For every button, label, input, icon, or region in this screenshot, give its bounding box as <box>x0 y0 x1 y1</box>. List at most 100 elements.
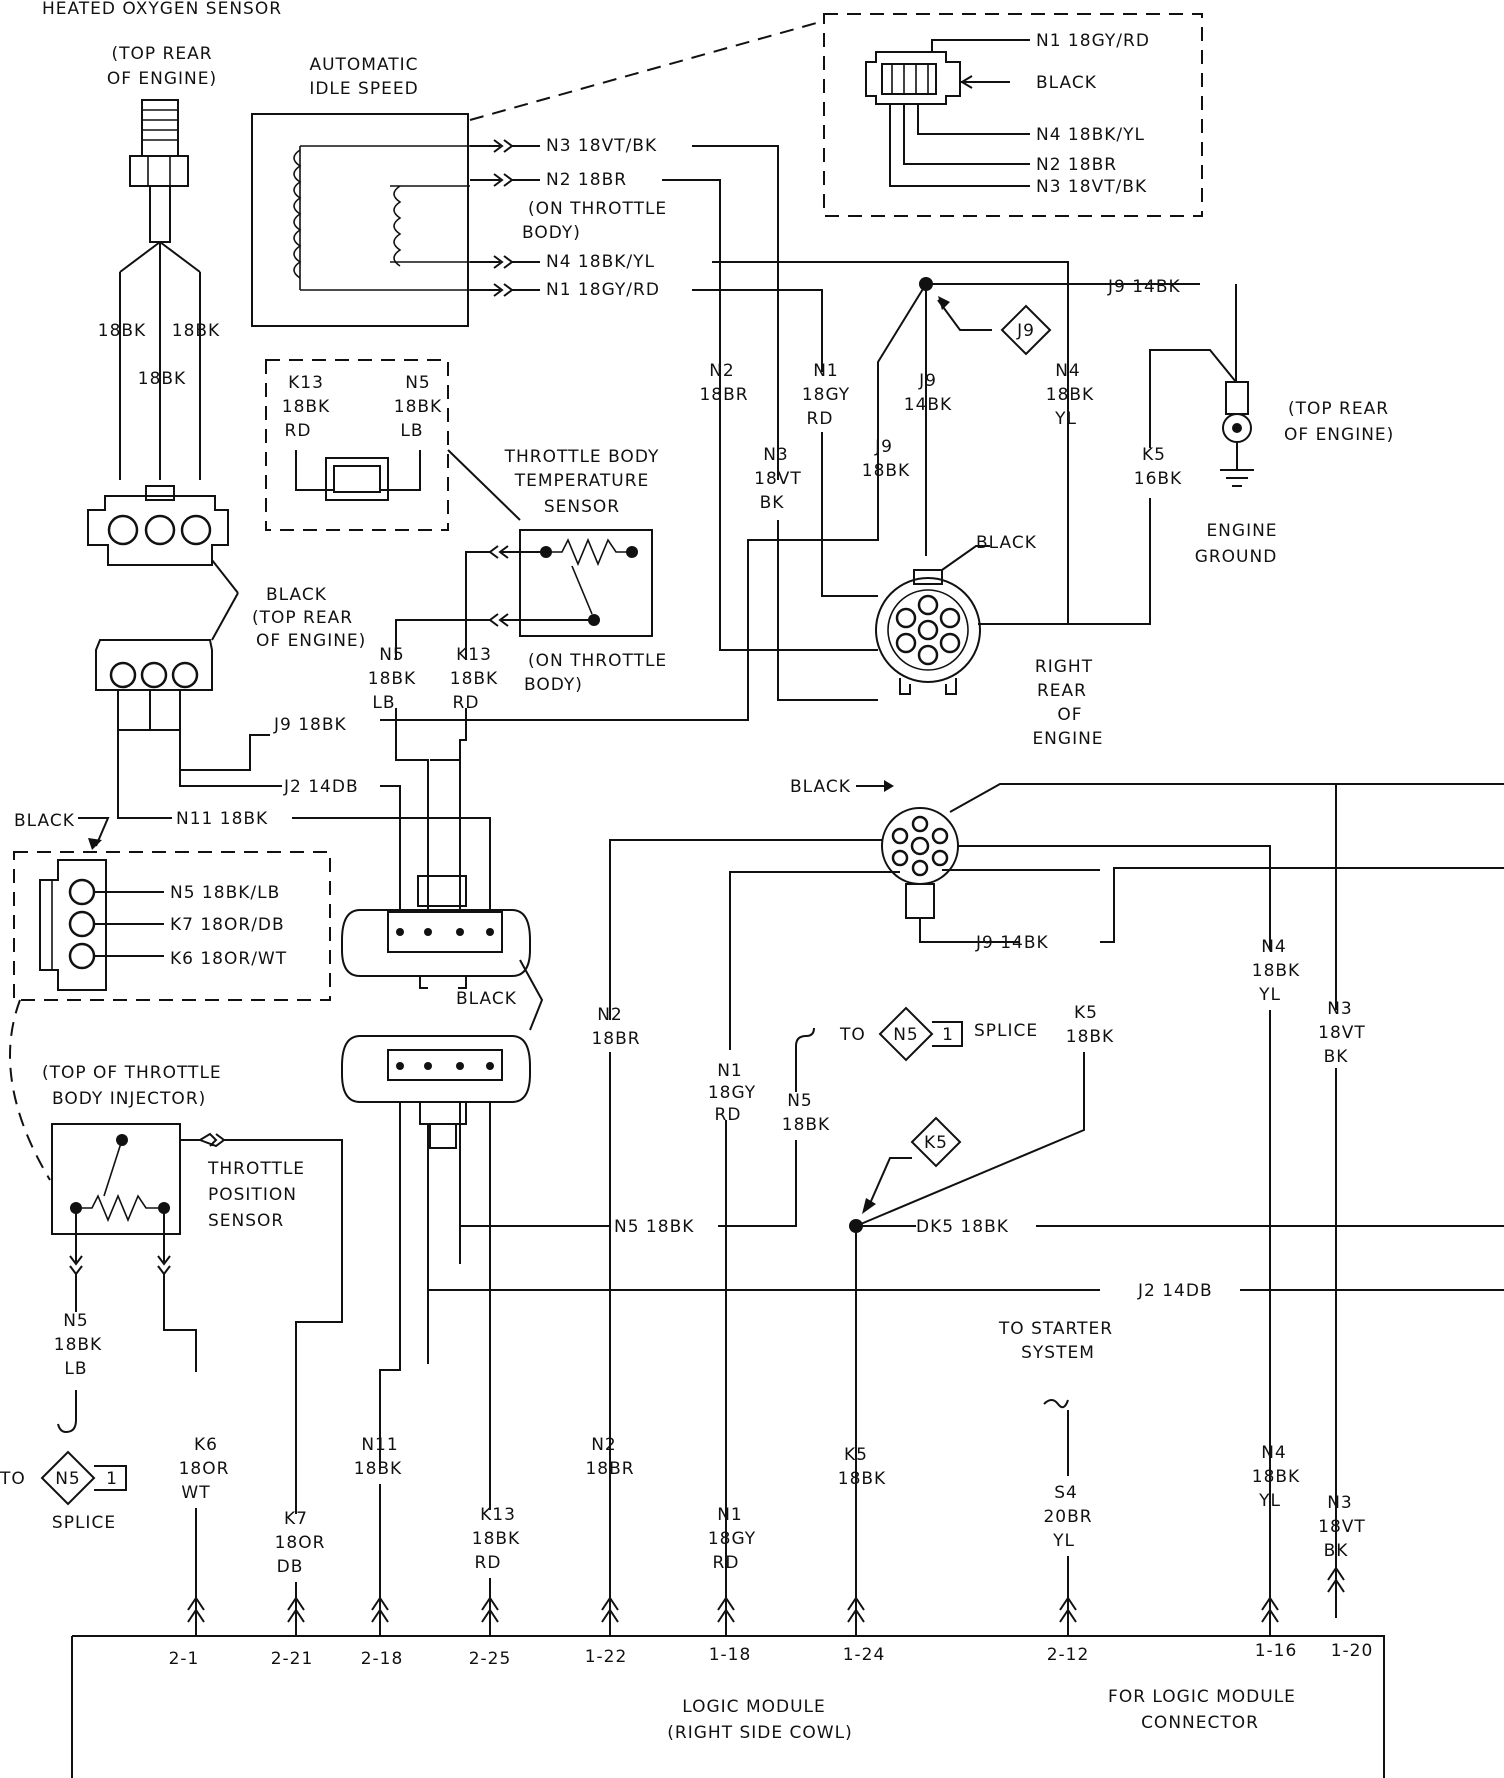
inset-wire-n1: N1 18GY/RD <box>1036 31 1150 51</box>
rre-2: REAR <box>1037 681 1087 701</box>
pin-1-24: 1-24 <box>843 1645 886 1665</box>
module-wire-labels: K6 18OR WT K7 18OR DB N11 18BK K13 18BK … <box>179 1010 1366 1618</box>
o2-sensor-loc2: OF ENGINE) <box>107 69 217 89</box>
n5-marker-a: N5 <box>55 1469 81 1489</box>
n11-h-label: N11 18BK <box>176 809 268 829</box>
top-rear-b2: OF ENGINE) <box>256 631 366 651</box>
n2-m-id: N2 <box>597 1005 623 1025</box>
k5-b-id: K5 <box>844 1445 868 1465</box>
ais-title1: AUTOMATIC <box>309 55 418 75</box>
black-label-c: BLACK <box>14 811 75 831</box>
top-rear-b1: (TOP REAR <box>252 608 353 628</box>
engine-ground: (TOP REAR OF ENGINE) ENGINE GROUND <box>1195 381 1394 567</box>
k6-c-label: K6 18OR/WT <box>170 949 287 969</box>
n4-v-color: YL <box>1054 409 1077 429</box>
tbts-title1: THROTTLE BODY <box>504 447 660 467</box>
automatic-idle-speed-motor: AUTOMATIC IDLE SPEED N3 18VT/BK N2 18BR … <box>251 55 1069 650</box>
black-label-d: BLACK <box>456 989 517 1009</box>
inset-wire-n2: N2 18BR <box>1036 155 1117 175</box>
s4-b-color: YL <box>1052 1531 1075 1551</box>
inset-wire-n3: N3 18VT/BK <box>1036 177 1147 197</box>
pin-2-21: 2-21 <box>271 1649 314 1669</box>
o2-wire-right: 18BK <box>172 321 220 341</box>
j9-v-gauge: 14BK <box>904 395 952 415</box>
n5-a-id: N5 <box>405 373 431 393</box>
n5-a-gauge: 18BK <box>394 397 442 417</box>
black-label-a: BLACK <box>266 585 327 605</box>
k7-b-id: K7 <box>284 1509 308 1529</box>
j2-h-label: J2 14DB <box>283 777 359 797</box>
center-connectors: BLACK <box>341 875 544 1470</box>
k13-c-id: K13 <box>480 1505 516 1525</box>
right-rear-engine-connector: BLACK RIGHT REAR OF ENGINE <box>875 533 1103 749</box>
n1-v-gauge: 18GY <box>802 385 850 405</box>
k13-b-id: K13 <box>456 645 492 665</box>
k13-b-color: RD <box>453 693 480 713</box>
n3-v-id: N3 <box>763 445 789 465</box>
module-note-2: CONNECTOR <box>1141 1713 1259 1733</box>
n5-a-color: LB <box>400 421 423 441</box>
pin-1-22: 1-22 <box>585 1647 628 1667</box>
inset-black: BLACK <box>1036 73 1097 93</box>
k13-b-gauge: 18BK <box>450 669 498 689</box>
k5-b-gauge: 18BK <box>838 1469 886 1489</box>
lower-harness: N5 18BK DK5 18BK K5 J2 14DB <box>379 1116 1504 1600</box>
logic-module: 2-1 2-21 2-18 2-25 1-22 1-18 1-24 2-12 1… <box>71 1566 1385 1778</box>
n4-m-gauge: 18BK <box>1252 961 1300 981</box>
n1-v-color: RD <box>807 409 834 429</box>
k5-marker: K5 <box>924 1133 948 1153</box>
ais-title2: IDLE SPEED <box>309 79 418 99</box>
ais-connector-inset: N1 18GY/RD BLACK N4 18BK/YL N2 18BR N3 1… <box>469 13 1203 217</box>
black-label-b: BLACK <box>976 533 1037 553</box>
pin-1-20: 1-20 <box>1331 1641 1374 1661</box>
n3-m-gauge: 18VT <box>1318 1023 1366 1043</box>
n5-t-id: N5 <box>63 1311 89 1331</box>
n4-m-id: N4 <box>1261 937 1287 957</box>
n5-b-color: LB <box>372 693 395 713</box>
k13-a-id: K13 <box>288 373 324 393</box>
oxygen-sensor: HEATED OXYGEN SENSOR (TOP REAR OF ENGINE… <box>42 0 366 731</box>
k5-m-id: K5 <box>1074 1003 1098 1023</box>
ground-loc2: OF ENGINE) <box>1284 425 1394 445</box>
top-tbi-2: BODY INJECTOR) <box>52 1089 206 1109</box>
to-label-a: TO <box>0 1469 26 1489</box>
starter-system-ref: TO STARTER SYSTEM <box>998 1319 1112 1476</box>
splice-num-b: 1 <box>942 1025 954 1045</box>
pin-1-18: 1-18 <box>709 1645 752 1665</box>
k5-m-gauge: 18BK <box>1066 1027 1114 1047</box>
k13-c-gauge: 18BK <box>472 1529 520 1549</box>
engine-ground-2: GROUND <box>1195 547 1278 567</box>
tbts-on1: (ON THROTTLE <box>528 651 667 671</box>
n5-b-id: N5 <box>379 645 405 665</box>
splice-label-b: SPLICE <box>974 1021 1038 1041</box>
n3-b-gauge: 18VT <box>1318 1517 1366 1537</box>
pin-2-18: 2-18 <box>361 1649 404 1669</box>
ais-wire-n2: N2 18BR <box>546 170 627 190</box>
j9-h-label: J9 18BK <box>273 715 347 735</box>
middle-harness: J9 18BK J2 14DB N11 18BK <box>117 708 491 910</box>
j9-marker: J9 <box>1016 321 1035 341</box>
n1-b-color: RD <box>713 1553 740 1573</box>
pin-2-25: 2-25 <box>469 1649 512 1669</box>
n4-b-id: N4 <box>1261 1443 1287 1463</box>
j2-h2-label: J2 14DB <box>1137 1281 1213 1301</box>
j9-w-gauge: 18BK <box>862 461 910 481</box>
n2-v-gauge: 18BR <box>699 385 748 405</box>
n3-b-id: N3 <box>1327 1493 1353 1513</box>
n2-m-gauge: 18BR <box>591 1029 640 1049</box>
ais-on-tb1: (ON THROTTLE <box>528 199 667 219</box>
o2-sensor-loc1: (TOP REAR <box>111 44 212 64</box>
j9-w-id: J9 <box>874 437 893 457</box>
tps-title1: THROTTLE <box>207 1159 305 1179</box>
k6-b-id: K6 <box>194 1435 218 1455</box>
n2-b-id: N2 <box>591 1435 617 1455</box>
n1-m-color: RD <box>715 1105 742 1125</box>
n1-v-id: N1 <box>813 361 839 381</box>
engine-ground-1: ENGINE <box>1206 521 1277 541</box>
o2-wire-mid: 18BK <box>138 369 186 389</box>
tbts-on2: BODY) <box>524 675 583 695</box>
n4-b-gauge: 18BK <box>1252 1467 1300 1487</box>
n3-b-color: BK <box>1324 1541 1349 1561</box>
j9-m-label: J9 14BK <box>975 933 1049 953</box>
